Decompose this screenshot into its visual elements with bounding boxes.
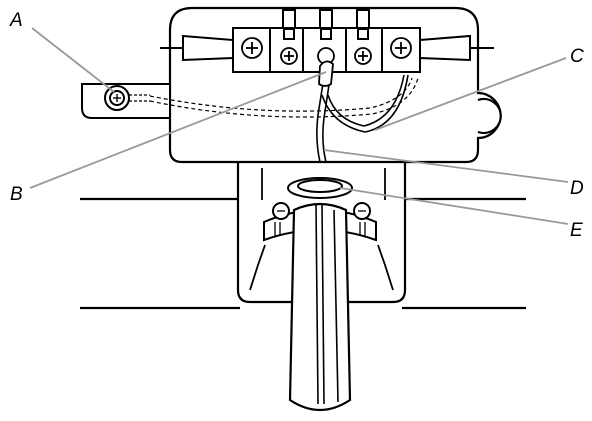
callout-label-c: C — [570, 46, 584, 67]
knockout-cutout — [477, 97, 502, 135]
ground-bracket — [81, 83, 171, 119]
callout-label-a: A — [9, 10, 23, 31]
callout-label-d: D — [570, 178, 584, 199]
down-rod — [288, 202, 352, 411]
callout-label-e: E — [570, 220, 583, 241]
conduit-grommet — [287, 177, 353, 199]
grounding-clip — [318, 60, 334, 87]
mounting-plate — [80, 197, 526, 310]
terminal-block — [232, 9, 421, 73]
terminal-screws — [241, 37, 412, 65]
callout-label-b: B — [10, 184, 23, 205]
leader-lines — [29, 27, 569, 225]
down-rod-shading — [315, 204, 339, 405]
hidden-ground-wires — [149, 77, 419, 118]
